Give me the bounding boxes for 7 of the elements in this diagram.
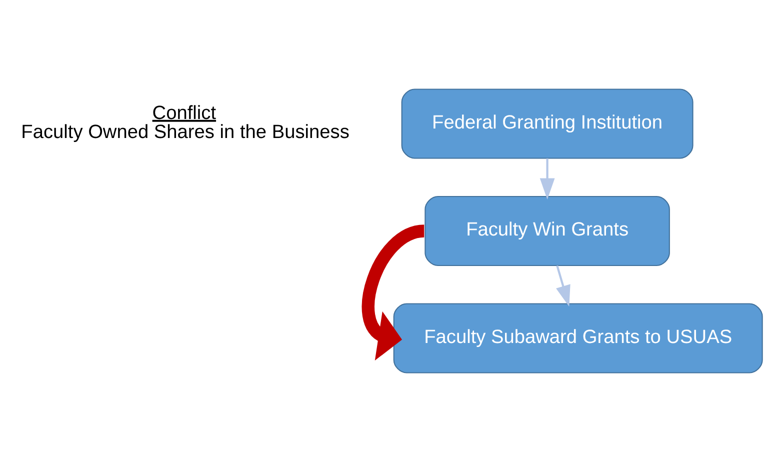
node-box: Faculty Subaward Grants to USUAS	[393, 303, 763, 374]
arrow	[540, 158, 555, 200]
arrow	[556, 265, 570, 307]
label: Conflict	[152, 102, 216, 124]
node-box: Federal Granting Institution	[401, 88, 694, 159]
label: Faculty Owned Shares in the Business	[21, 122, 350, 143]
node-box: Faculty Win Grants	[424, 196, 670, 266]
